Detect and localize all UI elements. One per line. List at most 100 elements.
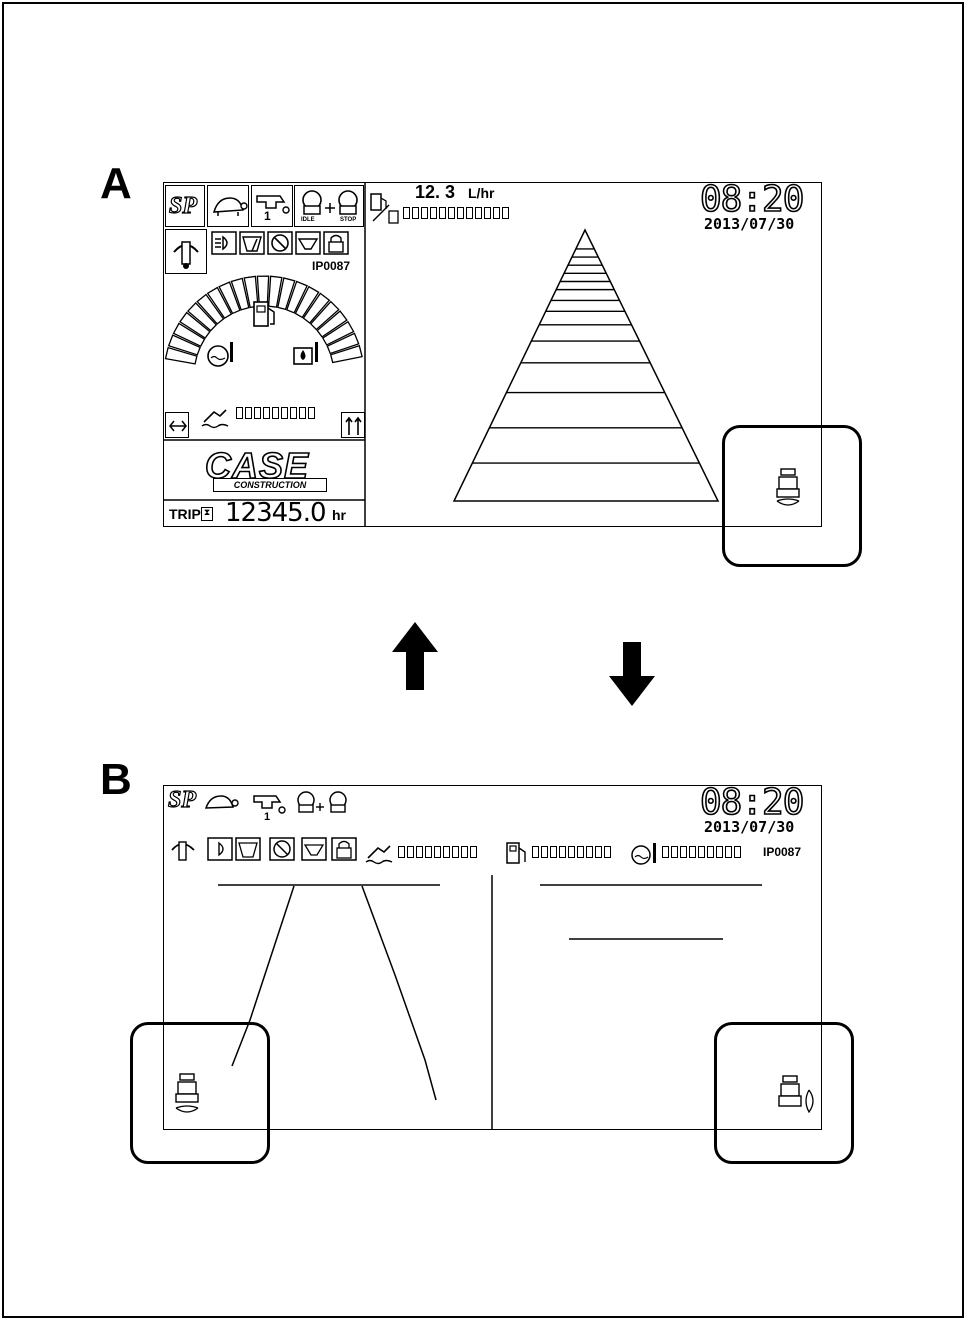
gauge-segment xyxy=(321,320,355,346)
lock-icon xyxy=(323,231,349,255)
down-arrow xyxy=(609,642,655,706)
bar-segment xyxy=(434,846,441,858)
bar-segment xyxy=(707,846,714,858)
bar-segment xyxy=(662,846,669,858)
wiper-icon xyxy=(235,837,261,861)
bar-segment xyxy=(439,207,446,219)
boom-cell[interactable] xyxy=(165,229,207,274)
fuel-rate-unit: L/hr xyxy=(468,185,495,201)
bar-segment xyxy=(698,846,705,858)
bar-segment xyxy=(412,207,419,219)
gauge-segment xyxy=(172,322,206,348)
bar-segment xyxy=(425,846,432,858)
gauge-segment xyxy=(230,277,250,311)
gear-number: 1 xyxy=(264,209,271,223)
lock-icon xyxy=(331,837,357,861)
coolant-temp-icon-b xyxy=(631,843,656,865)
camera-view-icon-a xyxy=(776,468,800,506)
gauge-segment xyxy=(186,301,218,332)
bar-segment xyxy=(550,846,557,858)
gauge-segment xyxy=(316,310,348,338)
boom-icon xyxy=(171,841,195,861)
trip-value: 12345.0 xyxy=(225,498,327,528)
headlight-icon xyxy=(211,231,237,255)
gauge-segment xyxy=(164,346,198,365)
bar-segment xyxy=(466,207,473,219)
bar-segment xyxy=(595,846,602,858)
bar-segment xyxy=(493,207,500,219)
turtle-icon xyxy=(204,795,239,809)
fuel-level-bar-b xyxy=(532,846,611,860)
def-level-icon xyxy=(201,409,229,429)
stop-label: STOP xyxy=(340,217,357,223)
date-b: 2013/07/30 xyxy=(704,818,795,836)
bar-segment xyxy=(245,407,252,419)
camera-view-icon-b-left xyxy=(175,1073,199,1113)
auto-idle-stop-icon xyxy=(297,791,347,813)
bar-segment xyxy=(281,407,288,419)
bar-segment xyxy=(568,846,575,858)
gauge-segment xyxy=(294,285,320,319)
bar-segment xyxy=(475,207,482,219)
turtle-cell[interactable] xyxy=(207,185,249,227)
bar-segment xyxy=(443,846,450,858)
date-a: 2013/07/30 xyxy=(704,215,795,233)
screen-code-b: IP0087 xyxy=(763,845,802,859)
bar-segment xyxy=(689,846,696,858)
bar-segment xyxy=(299,407,306,419)
bar-segment xyxy=(680,846,687,858)
bar-segment xyxy=(502,207,509,219)
auto-idle-stop-cell[interactable]: IDLE STOP xyxy=(294,185,364,227)
panel-b-label: B xyxy=(100,755,132,804)
sp-mode-icon: SP xyxy=(168,193,198,219)
gauge-segment xyxy=(302,292,331,324)
turtle-icon xyxy=(212,197,248,216)
panel-a-label: A xyxy=(100,159,132,208)
bar-segment xyxy=(484,207,491,219)
fuel-rate-bar xyxy=(403,207,509,221)
work-mode-icon xyxy=(256,195,290,214)
swing-cell[interactable] xyxy=(341,412,365,438)
indicator-row-a xyxy=(211,231,349,255)
bar-segment xyxy=(716,846,723,858)
sp-mode-icon-b[interactable]: SP xyxy=(167,787,197,813)
no-icon xyxy=(267,231,293,255)
bar-segment xyxy=(604,846,611,858)
gauge-segment xyxy=(167,334,201,356)
bar-segment xyxy=(671,846,678,858)
travel-cell[interactable] xyxy=(165,412,189,438)
fuel-pump-icon xyxy=(253,301,275,327)
no-icon xyxy=(269,837,295,861)
gauge-segment xyxy=(286,280,308,314)
washer-icon xyxy=(301,837,327,861)
bar-segment xyxy=(254,407,261,419)
gauge-segment xyxy=(218,281,241,315)
hydraulic-oil-temp-icon xyxy=(293,342,318,365)
callout-a-camera xyxy=(722,425,862,567)
auto-idle-label: IDLE xyxy=(301,217,315,223)
sp-mode-cell[interactable]: SP xyxy=(165,185,205,227)
trip-label: TRIP xyxy=(169,506,201,522)
coolant-level-bar-b xyxy=(662,846,741,860)
clock-a: 08:20 xyxy=(699,179,805,220)
fuel-rate-icon xyxy=(370,193,399,224)
work-mode-icon xyxy=(253,795,286,814)
trip-unit: hr xyxy=(332,507,346,523)
bar-segment xyxy=(421,207,428,219)
auto-idle-stop-icon xyxy=(302,190,358,215)
bar-segment xyxy=(236,407,243,419)
camera-view-icon-b-right xyxy=(778,1075,814,1114)
bar-segment xyxy=(308,407,315,419)
swing-icon xyxy=(345,416,362,435)
headlight-icon xyxy=(207,837,233,861)
guide-outline xyxy=(452,228,720,502)
bar-segment xyxy=(586,846,593,858)
boom-icon xyxy=(173,241,199,269)
work-mode-cell[interactable]: 1 xyxy=(251,185,293,227)
bar-segment xyxy=(272,407,279,419)
rear-view-guide xyxy=(452,228,720,502)
gauge-segment xyxy=(326,332,360,355)
hourglass-icon: ⧗ xyxy=(201,507,213,521)
